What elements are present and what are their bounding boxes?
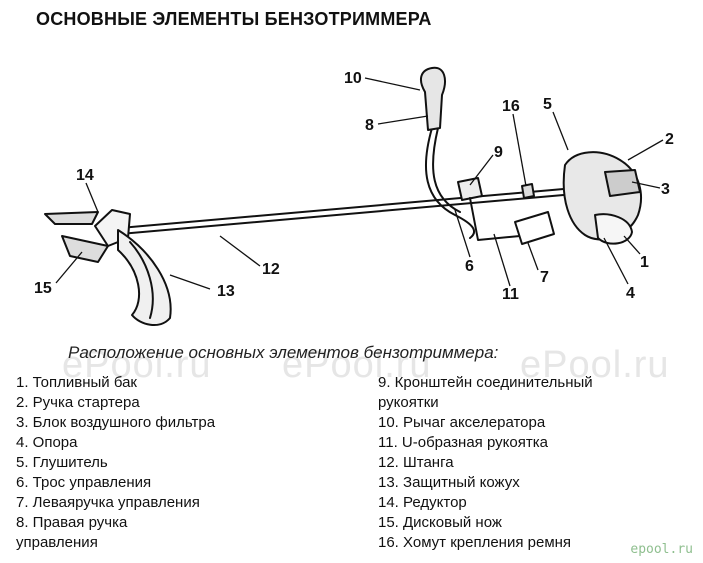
left-grip [514,211,555,245]
watermark: ePool.ru [62,344,212,386]
page-title: ОСНОВНЫЕ ЭЛЕМЕНТЫ БЕНЗОТРИММЕРА [36,9,432,29]
shaft-line [119,187,576,229]
fuel-tank [594,213,633,245]
shaft-line-lower [119,193,576,235]
callout-4: 4 [626,285,635,302]
callout-5: 5 [543,96,552,113]
callout-13: 13 [217,283,235,300]
legend-item: рукоятки [378,394,439,411]
watermark-small: epool.ru [630,542,693,557]
legend-item: 14. Редуктор [378,494,467,511]
callout-10: 10 [344,70,362,87]
legend-item: 8. Правая ручка [16,514,128,531]
legend-item: 11. U-образная рукоятка [378,434,548,451]
callout-6: 6 [465,258,474,275]
callout-12: 12 [262,261,280,278]
callout-3: 3 [661,181,670,198]
control-cable-2 [432,127,461,213]
guard-inner [129,241,154,319]
trimmer-diagram [44,66,664,326]
legend-item: 4. Опора [16,434,78,451]
callout-14: 14 [76,167,94,184]
callout-15: 15 [34,280,52,297]
callout-8: 8 [365,117,374,134]
legend-item: 1. Топливный бак [16,374,137,391]
blade-lower [61,235,109,263]
legend-item: 2. Ручка стартера [16,394,140,411]
air-filter [604,169,641,197]
diagram-caption: Расположение основных элементов бензотри… [68,343,499,362]
legend-item: управления [16,534,98,551]
u-handle [469,197,521,241]
legend-item: 3. Блок воздушного фильтра [16,414,216,431]
callout-9: 9 [494,144,503,161]
callout-11: 11 [502,286,519,303]
guard-shape [117,229,172,326]
callout-7: 7 [540,269,549,286]
legend-item: 12. Штанга [378,454,454,471]
legend-item: 10. Рычаг акселератора [378,414,546,431]
legend-item: 6. Трос управления [16,474,152,491]
clamp-bracket [457,177,483,201]
belt-clamp [521,183,535,199]
control-cable [425,127,476,239]
legend-item: 15. Дисковый нож [378,514,502,531]
callout-2: 2 [665,131,674,148]
right-handle [419,66,446,131]
legend-item: 5. Глушитель [16,454,108,471]
legend-item: 7. Леваяручка управления [16,494,200,511]
legend-left: 1. Топливный бак 2. Ручка стартера 3. Бл… [16,373,215,553]
callout-16: 16 [502,98,520,115]
legend-item: 13. Защитный кожух [378,474,520,491]
watermark: ePool.ru [520,344,670,386]
legend-right: 9. Кронштейн соединительный рукоятки 10.… [378,373,593,553]
blade [44,211,99,225]
legend-item: 9. Кронштейн соединительный [378,374,593,391]
callout-1: 1 [640,254,649,271]
legend-item: 16. Хомут крепления ремня [378,534,572,551]
watermark: ePool.ru [282,344,432,386]
